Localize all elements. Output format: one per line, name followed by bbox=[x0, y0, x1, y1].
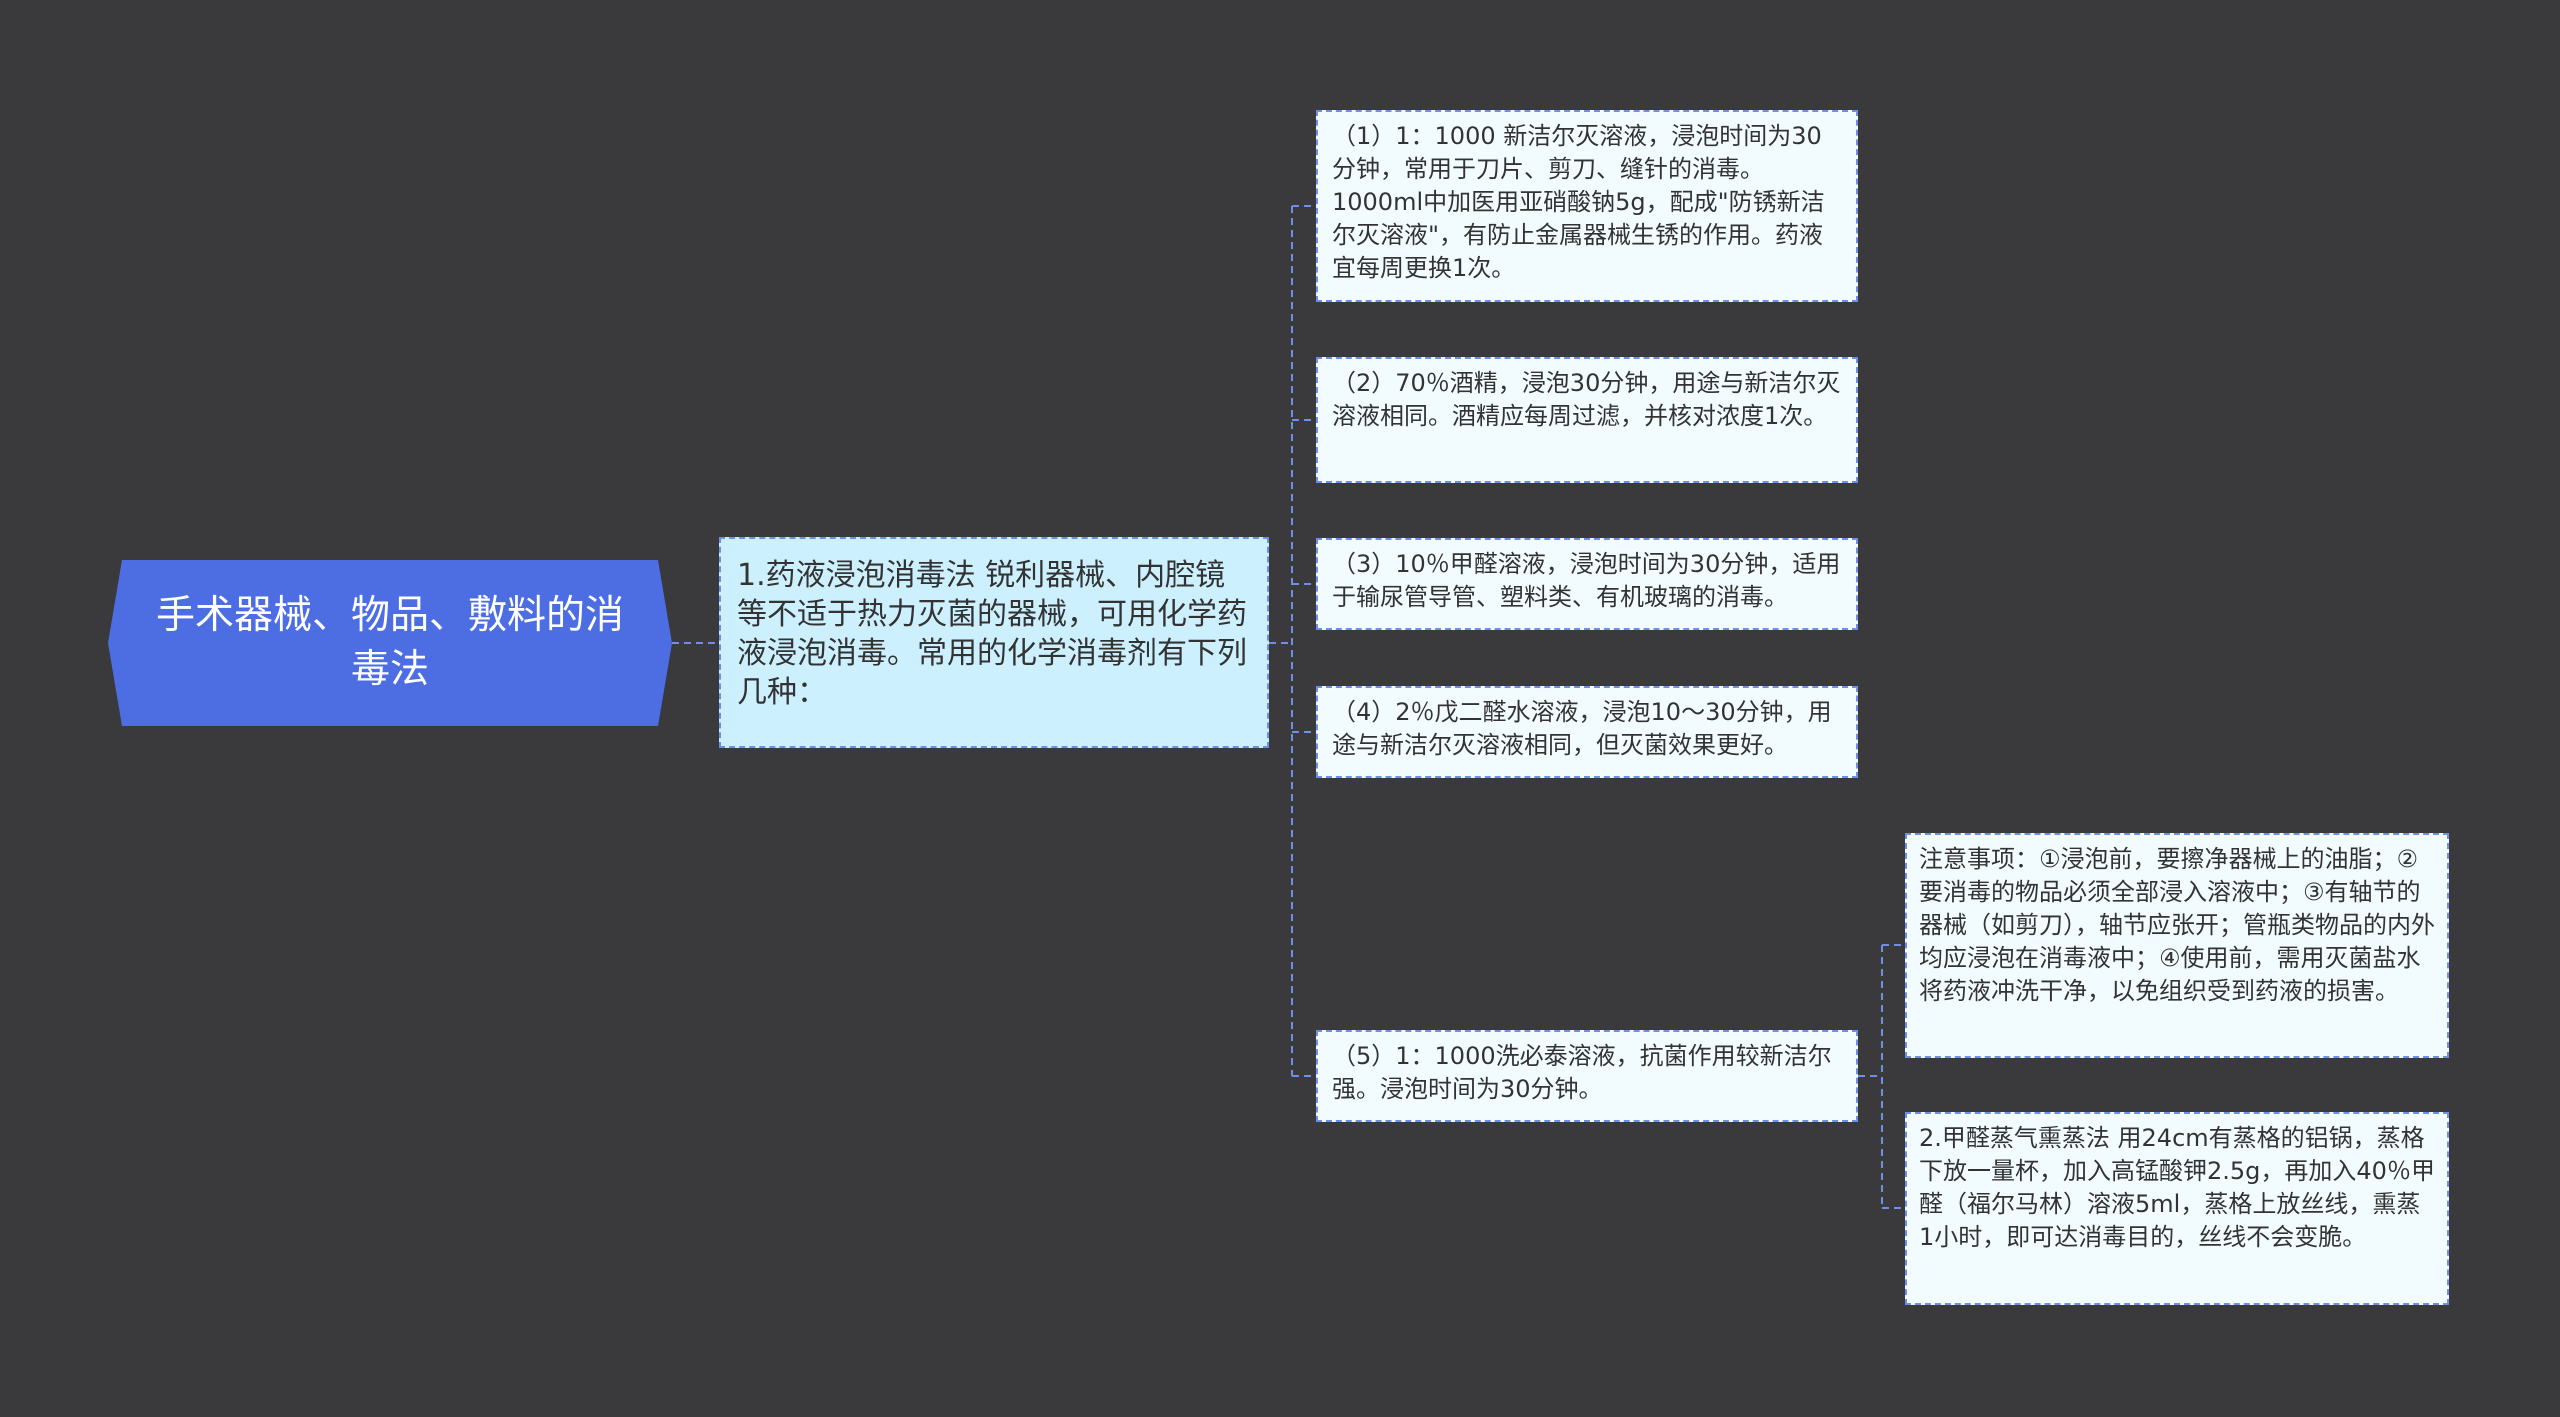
formaldehyde-fumigation-label: 2.甲醛蒸气熏蒸法 用24cm有蒸格的铝锅，蒸格下放一量杯，加入高锰酸钾2.5g… bbox=[1919, 1124, 2435, 1251]
root-topic-label: 手术器械、物品、敷料的消毒法 bbox=[155, 593, 624, 692]
formaldehyde-fumigation-node[interactable]: 2.甲醛蒸气熏蒸法 用24cm有蒸格的铝锅，蒸格下放一量杯，加入高锰酸钾2.5g… bbox=[1905, 1112, 2449, 1305]
method-2-node[interactable]: （2）70％酒精，浸泡30分钟，用途与新洁尔灭溶液相同。酒精应每周过滤，并核对浓… bbox=[1316, 357, 1858, 483]
branch-immersion-method[interactable]: 1.药液浸泡消毒法 锐利器械、内腔镜等不适于热力灭菌的器械，可用化学药液浸泡消毒… bbox=[719, 537, 1269, 748]
root-topic[interactable]: 手术器械、物品、敷料的消毒法 bbox=[108, 560, 672, 726]
method-3-node[interactable]: （3）10％甲醛溶液，浸泡时间为30分钟，适用于输尿管导管、塑料类、有机玻璃的消… bbox=[1316, 538, 1858, 630]
branch-immersion-method-label: 1.药液浸泡消毒法 锐利器械、内腔镜等不适于热力灭菌的器械，可用化学药液浸泡消毒… bbox=[737, 558, 1247, 710]
method-1-node[interactable]: （1）1：1000 新洁尔灭溶液，浸泡时间为30分钟，常用于刀片、剪刀、缝针的消… bbox=[1316, 110, 1858, 302]
method-1-label: （1）1：1000 新洁尔灭溶液，浸泡时间为30分钟，常用于刀片、剪刀、缝针的消… bbox=[1332, 122, 1825, 282]
method-2-label: （2）70％酒精，浸泡30分钟，用途与新洁尔灭溶液相同。酒精应每周过滤，并核对浓… bbox=[1332, 369, 1841, 430]
method-5-node[interactable]: （5）1：1000洗必泰溶液，抗菌作用较新洁尔强。浸泡时间为30分钟。 bbox=[1316, 1030, 1858, 1122]
method-5-label: （5）1：1000洗必泰溶液，抗菌作用较新洁尔强。浸泡时间为30分钟。 bbox=[1332, 1042, 1832, 1103]
precautions-label: 注意事项：①浸泡前，要擦净器械上的油脂；②要消毒的物品必须全部浸入溶液中；③有轴… bbox=[1919, 845, 2435, 1005]
method-3-label: （3）10％甲醛溶液，浸泡时间为30分钟，适用于输尿管导管、塑料类、有机玻璃的消… bbox=[1332, 550, 1841, 611]
method-4-label: （4）2％戊二醛水溶液，浸泡10～30分钟，用途与新洁尔灭溶液相同，但灭菌效果更… bbox=[1332, 698, 1832, 759]
precautions-node[interactable]: 注意事项：①浸泡前，要擦净器械上的油脂；②要消毒的物品必须全部浸入溶液中；③有轴… bbox=[1905, 833, 2449, 1058]
method-4-node[interactable]: （4）2％戊二醛水溶液，浸泡10～30分钟，用途与新洁尔灭溶液相同，但灭菌效果更… bbox=[1316, 686, 1858, 778]
